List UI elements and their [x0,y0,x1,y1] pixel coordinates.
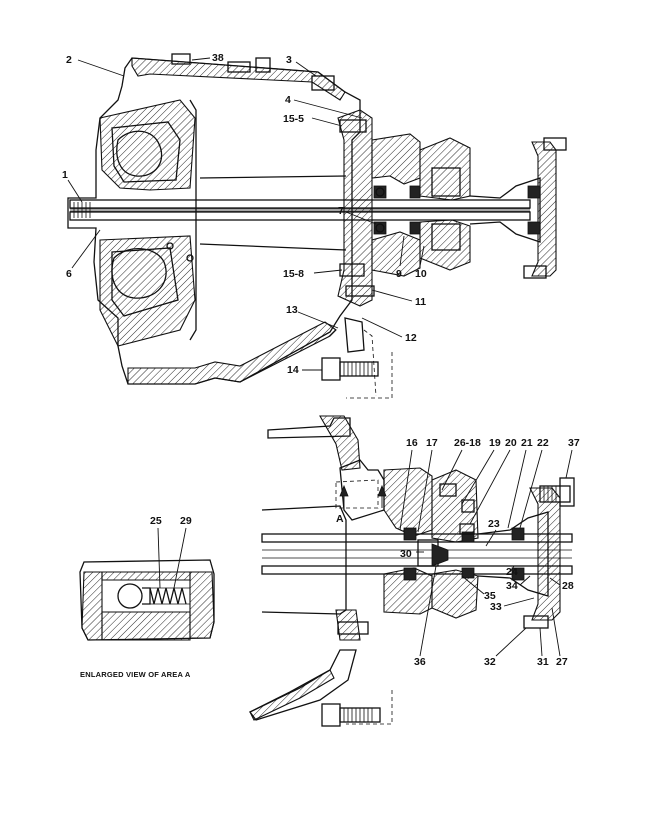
callout-7: 7 [338,205,344,217]
callout-14: 14 [287,364,299,376]
callout-a: A [336,513,344,525]
callout-2: 2 [66,54,72,66]
lower-cross-section-view [249,415,575,727]
callout-10: 10 [415,268,427,280]
callout-31: 31 [537,656,549,668]
lower-callouts: 16 17 26-18 19 20 21 22 37 A 23 30 24 34… [336,437,580,668]
callout-11: 11 [415,296,426,308]
callout-3: 3 [286,54,292,66]
callout-30: 30 [400,548,412,560]
upper-callouts: 2 38 3 4 15-5 1 7 6 9 10 15-8 11 13 12 1… [62,52,427,376]
callout-37: 37 [568,437,580,449]
callout-26-18: 26-18 [454,437,481,449]
callout-16: 16 [406,437,418,449]
upper-cross-section-view [67,53,567,399]
callout-32: 32 [484,656,496,668]
callout-15-8: 15-8 [283,268,304,280]
callout-27: 27 [556,656,568,668]
callout-29: 29 [180,515,192,527]
callout-33: 33 [490,601,502,613]
callout-24: 24 [506,566,518,578]
callout-28: 28 [562,580,574,592]
callout-6: 6 [66,268,72,280]
callout-38: 38 [212,52,224,64]
callout-12: 12 [405,332,417,344]
callout-21: 21 [521,437,533,449]
callout-19: 19 [489,437,501,449]
inset-caption: ENLARGED VIEW OF AREA A [80,670,191,679]
callout-22: 22 [537,437,549,449]
callout-9: 9 [396,268,402,280]
inset-enlarged-view: 25 29 ENLARGED VIEW OF AREA A [79,515,215,679]
callout-20: 20 [505,437,517,449]
callout-23: 23 [488,518,500,530]
callout-17: 17 [426,437,438,449]
callout-35: 35 [484,590,496,602]
callout-34: 34 [506,580,518,592]
callout-13: 13 [286,304,298,316]
callout-4: 4 [285,94,291,106]
callout-25: 25 [150,515,162,527]
callout-15-5: 15-5 [283,113,304,125]
callout-36: 36 [414,656,426,668]
callout-1: 1 [62,169,68,181]
